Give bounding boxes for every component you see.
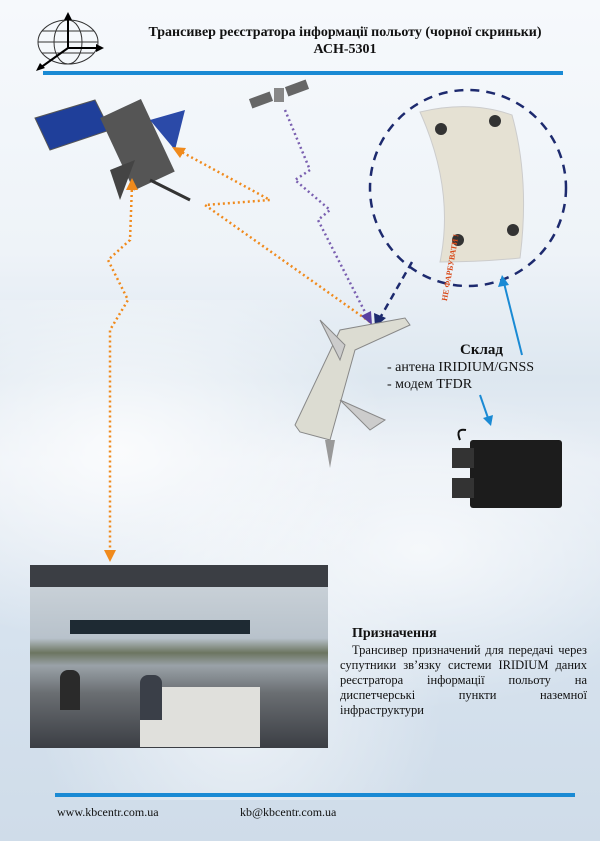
sat-aircraft-link-arrow [177, 148, 371, 324]
header-divider [43, 71, 563, 75]
composition-title: Склад [460, 342, 503, 358]
email-link[interactable]: kb@kbcentr.com.ua [240, 805, 337, 819]
control-tower-photo [30, 565, 328, 748]
footer-divider [55, 793, 575, 797]
purpose-description: Трансивер призначений для передачі через… [340, 643, 587, 717]
composition-item-antenna: - антена IRIDIUM/GNSS [387, 360, 535, 375]
diagram-overlay [34, 79, 568, 562]
page-title: Трансивер реєстратора інформації польоту… [148, 25, 542, 40]
satellite-illustration [34, 99, 191, 202]
sat-ground-link-arrow [106, 184, 134, 555]
aircraft-illustration [294, 317, 411, 468]
company-logo [36, 12, 104, 71]
website-link[interactable]: www.kbcentr.com.ua [57, 805, 159, 819]
purpose-title: Призначення [352, 626, 437, 641]
small-satellite-illustration [248, 79, 310, 109]
antenna-callout-circle [368, 88, 568, 288]
antenna-callout-arrow [378, 261, 414, 319]
modem-illustration [452, 428, 562, 508]
iridium-link-arrow [283, 109, 370, 319]
antenna-illustration [419, 106, 525, 263]
model-number: АСН-5301 [313, 42, 377, 57]
composition-item-modem: - модем TFDR [387, 377, 473, 392]
